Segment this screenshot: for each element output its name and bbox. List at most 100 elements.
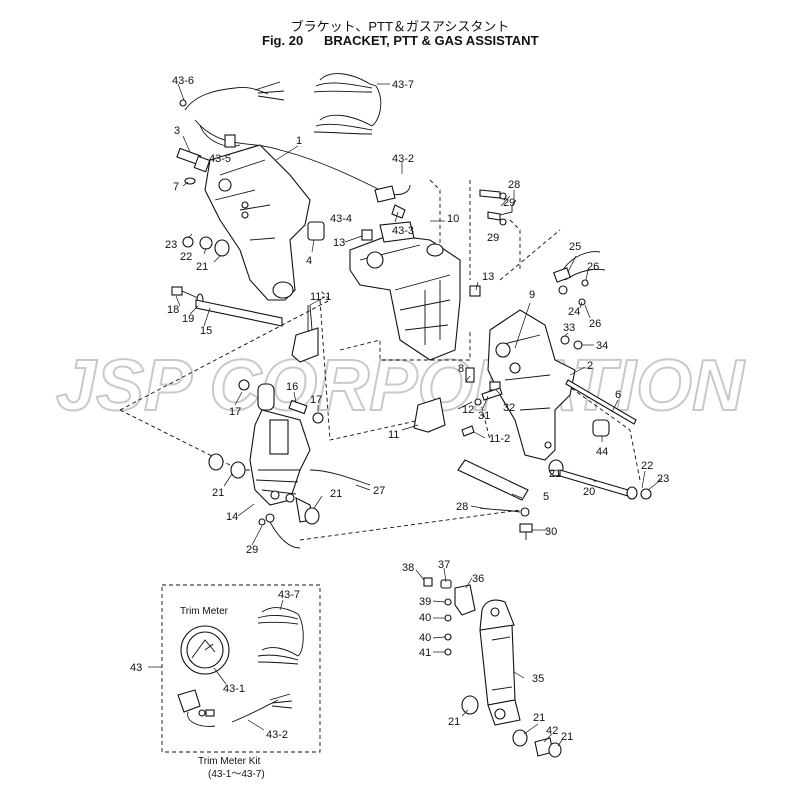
kit-wires-43-7 xyxy=(257,607,304,665)
callout-40: 40 xyxy=(419,612,431,624)
sensor-wires-43-7 xyxy=(313,73,382,135)
callout-39: 39 xyxy=(419,596,431,608)
callout-labels: 43-6 43-7 3 43-5 1 7 43-2 28 43-4 29 10 … xyxy=(130,75,669,743)
callout-21e: 21 xyxy=(448,716,460,728)
trim-meter-43-1 xyxy=(180,625,230,675)
grease-nipple-3 xyxy=(176,147,211,173)
callout-16: 16 xyxy=(286,381,298,393)
hose-28-lower xyxy=(479,507,521,513)
callout-3: 3 xyxy=(174,125,180,137)
callout-27: 27 xyxy=(373,485,385,497)
callout-21c: 21 xyxy=(549,468,561,480)
callout-22: 22 xyxy=(180,251,192,263)
callout-7: 7 xyxy=(173,181,179,193)
cable-27 xyxy=(309,469,371,486)
pin-16 xyxy=(288,399,308,415)
gas-assistant-35 xyxy=(479,599,521,726)
fittings-29-lower xyxy=(258,513,301,549)
callout-35: 35 xyxy=(532,673,544,685)
callout-9: 9 xyxy=(529,289,535,301)
callout-22b: 22 xyxy=(641,460,653,472)
callout-37: 37 xyxy=(438,559,450,571)
callout-36: 36 xyxy=(472,573,484,585)
callout-43-4: 43-4 xyxy=(330,213,352,225)
callout-4: 4 xyxy=(306,255,312,267)
washer-17a xyxy=(238,379,250,391)
callout-21g: 21 xyxy=(561,731,573,743)
callout-43-1: 43-1 xyxy=(223,683,245,695)
callout-43-6: 43-6 xyxy=(172,75,194,87)
nut-13a xyxy=(361,229,373,241)
washer-stack-left xyxy=(182,236,230,257)
callout-43-5: 43-5 xyxy=(209,153,231,165)
callout-17: 17 xyxy=(229,406,241,418)
callout-26: 26 xyxy=(587,261,599,273)
callout-23b: 23 xyxy=(657,473,669,485)
callout-43-2: 43-2 xyxy=(392,153,414,165)
callout-28: 28 xyxy=(508,179,520,191)
kit-range-label: (43-1〜43-7) xyxy=(208,769,265,780)
kit-name-label: Trim Meter Kit xyxy=(198,756,261,767)
callout-6: 6 xyxy=(615,389,621,401)
bushings-lower xyxy=(461,695,562,758)
callout-43-2b: 43-2 xyxy=(266,729,288,741)
callout-23: 23 xyxy=(165,239,177,251)
callout-11: 11 xyxy=(388,429,399,441)
callout-29: 29 xyxy=(503,197,515,209)
callout-21: 21 xyxy=(196,261,208,273)
callout-26b: 26 xyxy=(589,318,601,330)
callout-5: 5 xyxy=(543,491,549,503)
trim-meter-kit-box xyxy=(161,584,321,753)
callout-43-3: 43-3 xyxy=(392,225,414,237)
figure-number: Fig. 20 xyxy=(262,33,304,48)
washer-17b xyxy=(312,412,324,424)
callout-13: 13 xyxy=(333,237,345,249)
callout-43: 43 xyxy=(130,662,142,674)
callout-34: 34 xyxy=(596,340,608,352)
callout-18: 18 xyxy=(167,304,179,316)
watermark-text: JSP CORPORATION xyxy=(56,346,746,426)
callout-19: 19 xyxy=(182,313,194,325)
callout-2: 2 xyxy=(587,360,593,372)
washer-34 xyxy=(573,340,583,350)
callout-29b: 29 xyxy=(487,232,499,244)
callout-28b: 28 xyxy=(456,501,468,513)
plate-5 xyxy=(457,459,529,501)
callout-40b: 40 xyxy=(419,632,431,644)
callout-14: 14 xyxy=(226,511,238,523)
callout-1: 1 xyxy=(296,135,302,147)
swivel-bracket-10 xyxy=(349,234,461,361)
callout-21b: 21 xyxy=(212,487,224,499)
callout-38: 38 xyxy=(402,562,414,574)
wire-sensor-25 xyxy=(553,251,606,306)
stern-bracket-2 xyxy=(487,309,576,461)
callout-20: 20 xyxy=(583,486,595,498)
hose-fittings-28-29 xyxy=(479,189,517,226)
callout-43-7b: 43-7 xyxy=(278,589,300,601)
wire-harness-43-5 xyxy=(179,81,411,196)
trim-meter-label: Trim Meter xyxy=(180,606,229,617)
callout-30: 30 xyxy=(545,526,557,538)
title-japanese: ブラケット、PTT＆ガスアシスタント xyxy=(290,19,510,34)
callout-43-7: 43-7 xyxy=(392,79,414,91)
bushing-4 xyxy=(307,221,325,241)
bolt-18-shaft-15 xyxy=(171,286,283,327)
callout-11-2: 11-2 xyxy=(489,433,510,445)
bolt-30 xyxy=(519,523,533,540)
connector-43-2 xyxy=(374,185,396,203)
callout-15: 15 xyxy=(200,325,212,337)
nut-13b xyxy=(469,285,481,297)
callout-44: 44 xyxy=(596,446,608,458)
bushing-44 xyxy=(592,419,610,437)
gas-assist-hardware xyxy=(423,577,476,656)
leader-lines xyxy=(175,83,663,747)
kit-harness-43-2 xyxy=(177,689,293,727)
callout-21d: 21 xyxy=(330,488,342,500)
figure-title: BRACKET, PTT & GAS ASSISTANT xyxy=(324,33,539,48)
callout-10: 10 xyxy=(447,213,459,225)
bracket-11 xyxy=(291,304,475,437)
callout-29c: 29 xyxy=(246,544,258,556)
callout-33: 33 xyxy=(563,322,575,334)
shaft-20-assembly xyxy=(548,459,652,500)
